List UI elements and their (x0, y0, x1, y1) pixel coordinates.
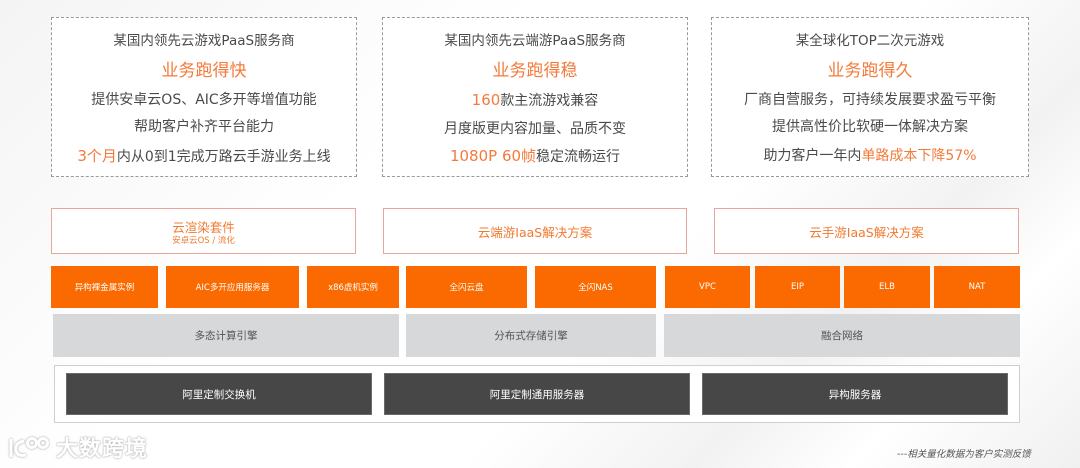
card-line-3: 1080P 60帧稳定流畅运行 (383, 145, 687, 166)
card-line-3: 3个月内从0到1完成万路云手游业务上线 (52, 145, 356, 166)
solution-cloud-render-suite: 云渲染套件 安卓云OS / 流化 (51, 208, 356, 254)
solution-subtitle: 安卓云OS / 流化 (172, 235, 235, 246)
solution-title: 云手游IaaS解决方案 (809, 224, 924, 240)
card-line-1: 160款主流游戏兼容 (383, 90, 687, 110)
hardware-heterogeneous-server: 异构服务器 (702, 373, 1008, 415)
solution-title: 云端游IaaS解决方案 (477, 224, 593, 240)
card-subtitle: 某国内领先云端游PaaS服务商 (444, 33, 626, 49)
solution-cloud-pc-game-iaas: 云端游IaaS解决方案 (383, 208, 687, 254)
hardware-custom-general-server: 阿里定制通用服务器 (384, 373, 690, 415)
product-all-flash-nas: 全闪NAS (535, 266, 656, 308)
card-line-1: 厂商自营服务，可持续发展要求盈亏平衡 (744, 92, 996, 108)
engine-distributed-storage: 分布式存储引擎 (406, 314, 656, 357)
solution-cloud-mobile-game-iaas: 云手游IaaS解决方案 (714, 208, 1019, 254)
card-headline: 业务跑得稳 (492, 61, 578, 81)
card-line-3-text: 助力客户一年内 (763, 148, 862, 164)
case-card-fast: 某国内领先云游戏PaaS服务商 业务跑得快 提供安卓云OS、AIC多开等增值功能… (51, 17, 357, 177)
card-headline: 业务跑得久 (827, 61, 913, 81)
engine-polymorphic-compute: 多态计算引擎 (53, 314, 399, 357)
solution-title: 云渲染套件 (172, 219, 235, 235)
product-all-flash-cloud-disk: 全闪云盘 (406, 266, 527, 308)
case-card-stable: 某国内领先云端游PaaS服务商 业务跑得稳 160款主流游戏兼容 月度版更内容加… (382, 17, 688, 177)
product-elb: ELB (844, 266, 930, 308)
product-heterogeneous-bare-metal: 异构裸金属实例 (51, 266, 158, 308)
card-line-3-text: 内从0到1完成万路云手游业务上线 (116, 149, 331, 165)
product-vpc: VPC (665, 266, 750, 308)
footer-disclaimer: ---相关量化数据为客户实测反馈 (897, 449, 1031, 460)
card-highlight: 1080P 60帧 (449, 147, 537, 165)
card-line-1-text: 款主流游戏兼容 (500, 93, 599, 109)
card-line-3-text: 稳定流畅运行 (536, 149, 621, 165)
card-highlight: 160 (471, 91, 501, 109)
case-card-lasting: 某全球化TOP二次元游戏 业务跑得久 厂商自营服务，可持续发展要求盈亏平衡 提供… (711, 17, 1029, 177)
card-line-3: 助力客户一年内单路成本下降57% (712, 145, 1028, 165)
card-line-1: 提供安卓云OS、AIC多开等增值功能 (91, 92, 317, 108)
card-line-2: 帮助客户补齐平台能力 (134, 119, 274, 135)
card-subtitle: 某国内领先云游戏PaaS服务商 (113, 33, 295, 49)
brand-logo-text: 大数跨境 (56, 437, 149, 462)
card-line-2: 提供高性价比软硬一体解决方案 (772, 119, 968, 135)
card-line-2: 月度版更内容加量、品质不变 (444, 121, 626, 137)
product-nat: NAT (934, 266, 1020, 308)
card-highlight: 3个月 (77, 147, 117, 165)
hardware-custom-switch: 阿里定制交换机 (66, 373, 372, 415)
logo-mark-icon (9, 437, 49, 457)
engine-converged-network: 融合网络 (664, 314, 1020, 357)
card-headline: 业务跑得快 (161, 61, 247, 81)
card-subtitle: 某全球化TOP二次元游戏 (795, 33, 945, 49)
product-eip: EIP (755, 266, 840, 308)
card-highlight: 单路成本下降57% (861, 148, 977, 164)
product-aic-multi-app-server: AIC多开应用服务器 (166, 266, 299, 308)
product-x86-vm-instance: x86虚机实例 (307, 266, 399, 308)
brand-logo: 大数跨境 (6, 432, 148, 462)
